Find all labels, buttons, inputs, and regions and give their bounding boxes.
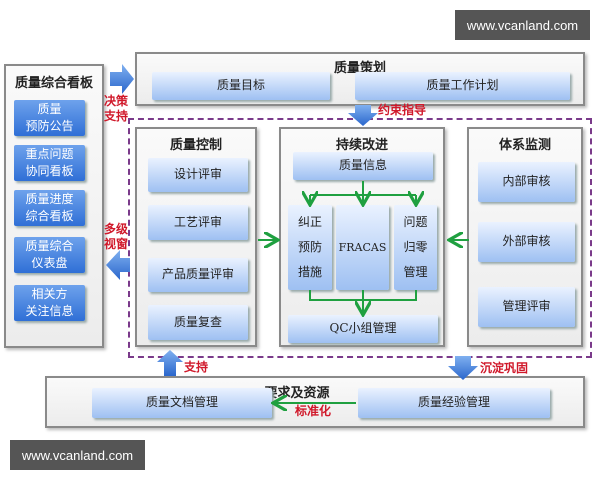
monitoring-item: 外部审核 — [478, 222, 575, 262]
multiview-label: 多级 视窗 — [104, 222, 129, 251]
support-label: 支持 — [184, 360, 209, 374]
panel-title: 质量综合看板 — [14, 76, 93, 91]
standardize-label: 标准化 — [295, 404, 332, 418]
watermark-top: www.vcanland.com — [455, 10, 590, 40]
control-item: 质量复查 — [148, 305, 248, 340]
control-item: 产品质量评审 — [148, 258, 248, 292]
improvement-item: 纠正 预防 措施 — [288, 205, 332, 290]
quality-info-box: 质量信息 — [293, 152, 433, 180]
control-item: 设计评审 — [148, 158, 248, 192]
resource-item: 质量文档管理 — [92, 388, 272, 418]
multiview-arrow — [106, 250, 130, 280]
improvement-item: 问题 归零 管理 — [394, 205, 437, 290]
improvement-item: FRACAS — [336, 205, 389, 290]
qc-group-box: QC小组管理 — [288, 315, 438, 343]
panel-title: 持续改进 — [335, 138, 388, 153]
decision-support-label: 决策 支持 — [104, 94, 129, 123]
dashboard-item: 质量 预防公告 — [14, 100, 85, 136]
dashboard-item: 质量综合 仪表盘 — [14, 237, 85, 273]
planning-item: 质量工作计划 — [355, 72, 570, 100]
watermark-bottom: www.vcanland.com — [10, 440, 145, 470]
dashboard-item: 质量进度 综合看板 — [14, 190, 85, 226]
resource-item: 质量经验管理 — [358, 388, 550, 418]
control-item: 工艺评审 — [148, 205, 248, 240]
panel-title: 体系监测 — [498, 138, 551, 153]
panel-title: 质量控制 — [169, 138, 222, 153]
constraint-guidance-label: 约束指导 — [378, 103, 427, 117]
planning-item: 质量目标 — [152, 72, 330, 100]
monitoring-item: 内部审核 — [478, 162, 575, 202]
decision-support-arrow — [110, 64, 134, 94]
dashboard-item: 重点问题 协同看板 — [14, 145, 85, 181]
monitoring-item: 管理评审 — [478, 287, 575, 327]
settle-arrow — [448, 356, 478, 380]
dashboard-item: 相关方 关注信息 — [14, 285, 85, 321]
settle-consolidate-label: 沉淀巩固 — [480, 361, 529, 375]
constraint-arrow — [348, 105, 378, 126]
support-arrow — [157, 350, 183, 376]
